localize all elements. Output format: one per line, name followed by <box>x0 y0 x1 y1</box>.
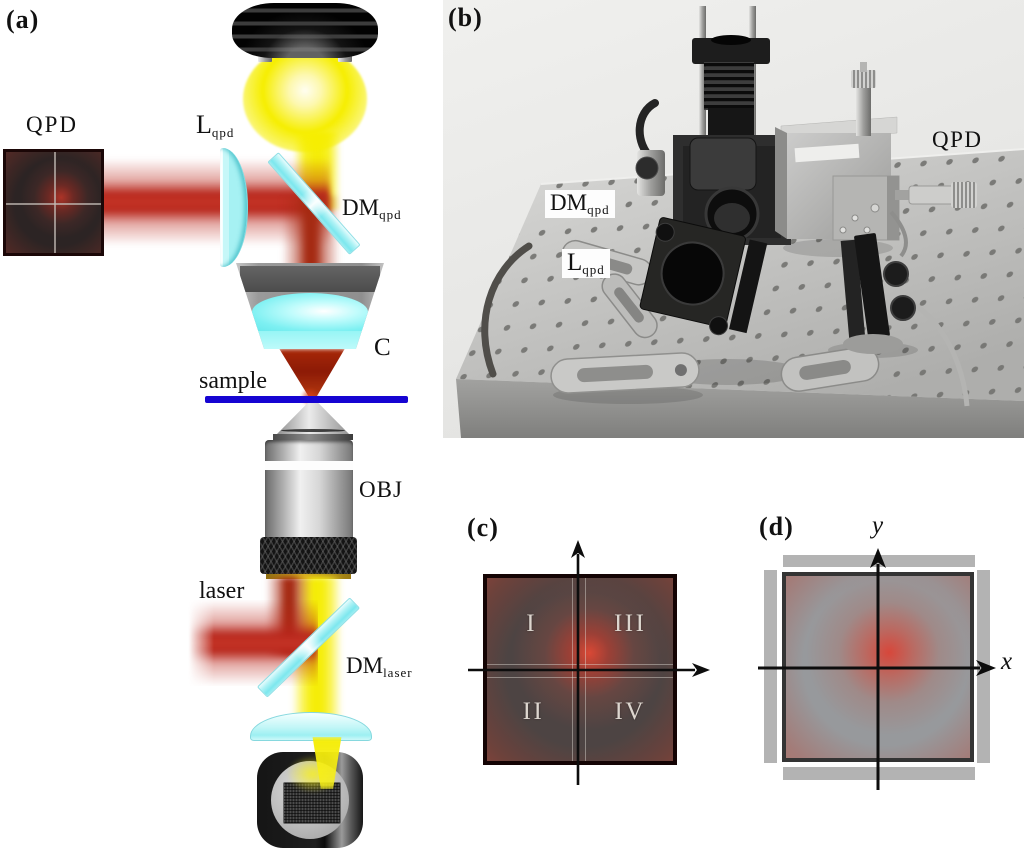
objective-neck-ring <box>273 434 353 440</box>
y-axis-label: y <box>872 512 884 539</box>
qpd-wires <box>889 210 908 258</box>
qpd-photo-label: QPD <box>932 127 983 152</box>
micrometer-right-barrel <box>908 185 958 205</box>
lamp-glow <box>243 46 367 152</box>
panel-c-tag: (c) <box>467 513 499 542</box>
tower-rod-left <box>699 6 706 154</box>
objective-tip-ring <box>281 429 345 432</box>
condenser-top-band <box>240 266 380 292</box>
laser-label: laser <box>199 578 245 604</box>
mount-base <box>843 334 903 354</box>
laser-beam-horizontal <box>188 600 318 686</box>
quadrant-label-III: III <box>613 609 647 637</box>
clamp-arm-2 <box>601 273 658 339</box>
condenser-label: C <box>374 334 391 361</box>
camera-glow-spot <box>288 756 338 792</box>
micrometer-right-stem <box>895 190 911 200</box>
quadrant-bevel-horizontal <box>487 663 673 678</box>
mount-knob-1 <box>883 261 909 287</box>
photo-scene <box>456 6 1024 438</box>
tower-clamp <box>689 137 757 191</box>
sample-label: sample <box>199 368 267 394</box>
panel-d-axes <box>758 548 996 790</box>
side-knob <box>635 156 659 180</box>
cable-left <box>481 242 533 378</box>
dm-laser-label: DMlaser <box>346 653 413 680</box>
qpd-detector <box>3 149 104 256</box>
micrometer-top-knurl <box>851 70 876 88</box>
panel-b-tag: (b) <box>448 3 483 32</box>
lens-photo-label: Lqpd <box>562 249 610 278</box>
mirror-mount-front-plate <box>854 233 890 339</box>
mount-knob-2 <box>890 295 916 321</box>
qpd-label: QPD <box>26 112 79 137</box>
objective-white-stripe <box>265 461 353 470</box>
clamp-arm-3 <box>550 352 700 394</box>
stage-label-strip <box>794 143 860 163</box>
qpd-crosshair-vertical <box>54 152 56 253</box>
objective-body <box>265 440 353 537</box>
sample-line <box>205 396 408 403</box>
micrometer-top-stem <box>856 84 871 136</box>
x-axis-label: x <box>1001 648 1013 675</box>
objective-knurled-ring <box>260 537 357 574</box>
panel-a-tag: (a) <box>6 5 40 34</box>
tower-bellows <box>704 62 754 110</box>
stage-left-face <box>775 127 787 239</box>
panel-a: (a) QPD Lqpd DMqpd C sample OBJ laser DM… <box>0 0 443 856</box>
quadrant-label-II: II <box>522 697 545 725</box>
micrometer-right-knurl <box>951 182 977 208</box>
clamp-arm-4 <box>780 346 880 392</box>
tilted-optic-mount <box>639 217 768 336</box>
condenser-lens-dome <box>252 293 368 331</box>
panel-d: (d) y x <box>740 490 1024 830</box>
qpd-crosshair-horizontal <box>6 203 101 205</box>
cable-right <box>909 299 970 407</box>
condenser <box>236 263 384 349</box>
breadboard-front-face <box>456 379 1024 438</box>
tube-lens <box>250 712 372 741</box>
panel-c-axes <box>468 540 710 785</box>
panel-b-photo: (b) DMqpd Lqpd QPD <box>443 0 1024 438</box>
dm-qpd-photo-label: DMqpd <box>545 190 615 218</box>
panel-d-tag: (d) <box>759 512 794 541</box>
dm-qpd-label: DMqpd <box>342 195 402 222</box>
quadrant-label-IV: IV <box>614 697 646 725</box>
objective-gold-band <box>266 574 351 579</box>
lamp-housing <box>232 3 378 58</box>
panel-c: (c) I III II IV <box>450 490 740 830</box>
objective-label: OBJ <box>359 477 403 502</box>
tower-top-block <box>692 38 770 64</box>
objective-tip-cone <box>275 403 351 436</box>
quadrant-label-I: I <box>526 609 538 637</box>
mirror-mount-back-plate <box>840 239 866 341</box>
lens-lqpd-label: Lqpd <box>196 110 235 140</box>
